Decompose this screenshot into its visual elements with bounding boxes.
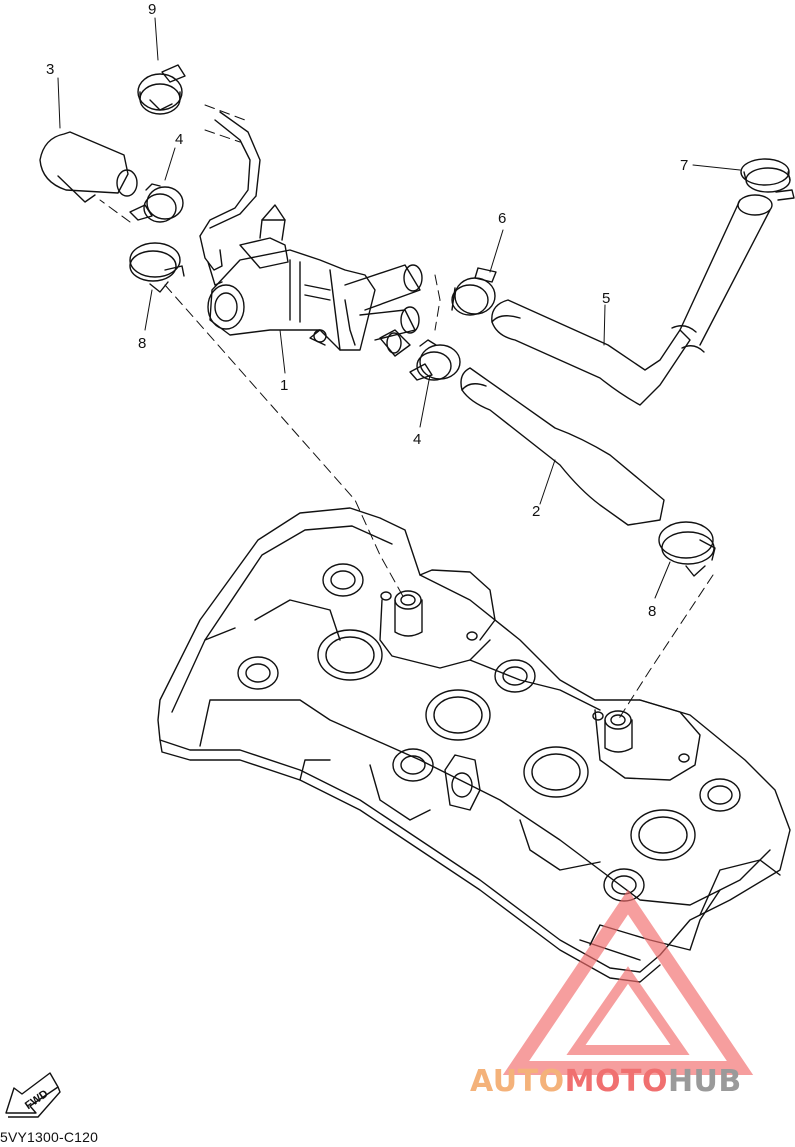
watermark-auto: AUTO (470, 1064, 565, 1099)
callout-8-left: 8 (138, 335, 146, 352)
bolt-boss-1 (322, 563, 364, 597)
reed-valve-inlet-left (394, 590, 423, 637)
plug-hole-4 (630, 809, 696, 861)
leader-lines (57, 17, 741, 599)
bolt-boss-5 (699, 778, 741, 812)
clamp-6 (451, 267, 497, 316)
part-code-label: 5VY1300-C120 (0, 1129, 99, 1145)
cover-boss-7 (444, 754, 481, 811)
hose-5 (491, 194, 773, 406)
callout-4-upper: 4 (175, 131, 183, 148)
bolt-boss-4 (392, 748, 434, 782)
clamp-8-right (658, 521, 716, 577)
plug-hole-3 (523, 746, 589, 798)
fwd-arrow-icon: FWD (5, 1072, 61, 1118)
callout-6: 6 (498, 210, 506, 227)
watermark-moto: MOTO (564, 1064, 668, 1099)
air-induction-assembly (199, 111, 423, 357)
callout-3: 3 (46, 61, 54, 78)
callout-9: 9 (148, 1, 156, 18)
callout-labels: 1 2 3 4 4 5 7 6 8 8 9 (46, 1, 688, 620)
alignment-lines (99, 104, 714, 721)
callout-7: 7 (680, 157, 688, 174)
watermark-logo-icon (502, 889, 754, 1075)
clamp-4-upper (129, 183, 184, 223)
clamp-4-right (409, 339, 461, 381)
clamp-8-left (129, 242, 185, 293)
watermark-hub: HUB (667, 1064, 742, 1099)
hose-2 (460, 367, 665, 526)
callout-2: 2 (532, 503, 540, 520)
clamp-7 (740, 158, 795, 201)
plug-hole-2 (425, 689, 491, 741)
hose-3 (39, 131, 138, 203)
bolt-boss-3 (494, 659, 536, 693)
callout-5: 5 (602, 290, 610, 307)
callout-1: 1 (280, 377, 288, 394)
callout-8-right: 8 (648, 603, 656, 620)
watermark-text: AUTOMOTOHUB (470, 1064, 742, 1099)
cylinder-head-cover (157, 507, 791, 983)
bolt-boss-2 (237, 656, 279, 690)
callout-4-right: 4 (413, 431, 421, 448)
reed-valve-inlet-right (604, 710, 633, 753)
plug-hole-1 (317, 629, 383, 681)
clamp-9 (137, 64, 186, 115)
